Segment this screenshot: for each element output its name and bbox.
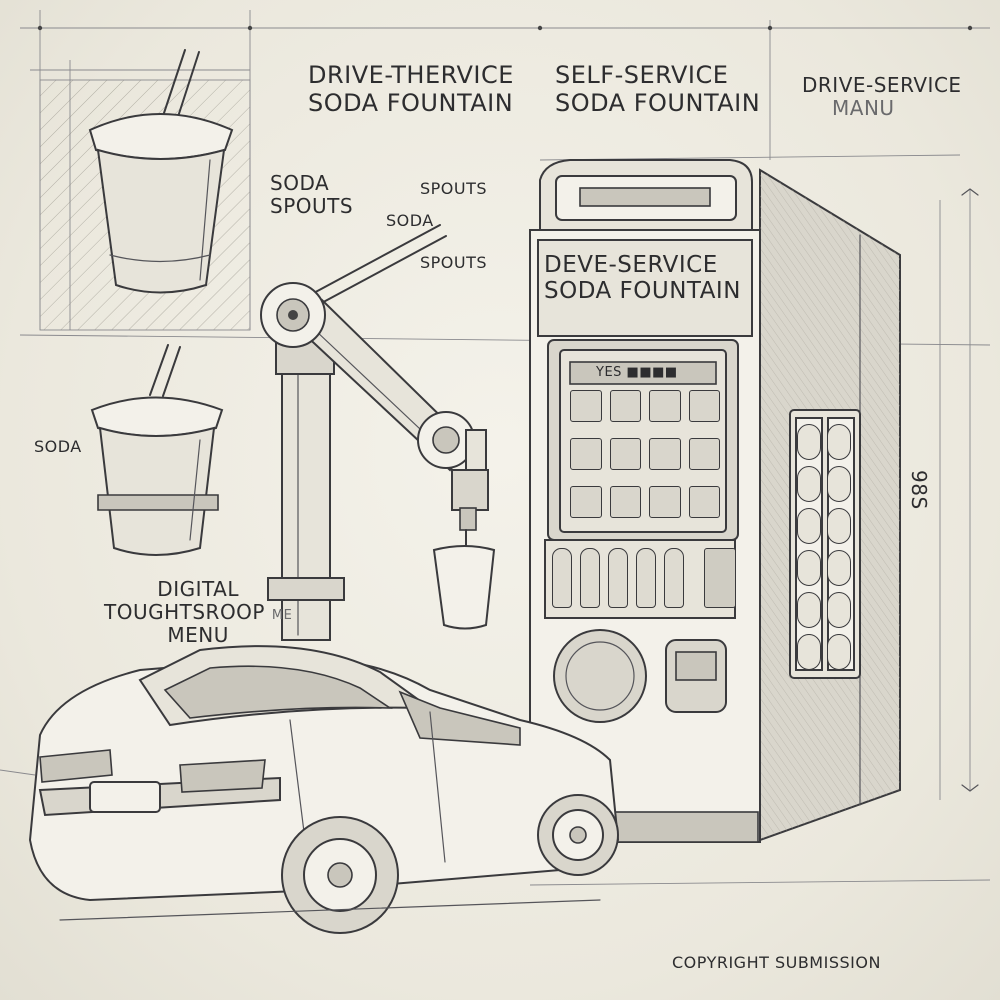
soda-nozzle[interactable] bbox=[608, 548, 628, 608]
can-slot[interactable] bbox=[827, 592, 851, 628]
machine-sign: DEVE-SERVICE SODA FOUNTAIN bbox=[544, 252, 741, 305]
label-soda-left: SODA bbox=[34, 437, 82, 456]
soda-nozzle[interactable] bbox=[636, 548, 656, 608]
sign-line: SODA FOUNTAIN bbox=[544, 278, 741, 305]
can-slot[interactable] bbox=[827, 634, 851, 670]
can-slot[interactable] bbox=[827, 508, 851, 544]
screen-header: YES ■■■■ bbox=[596, 365, 678, 380]
drink-option-button[interactable] bbox=[609, 486, 641, 518]
hatch-panel-border bbox=[39, 79, 251, 331]
soda-nozzle[interactable] bbox=[664, 548, 684, 608]
label-line: MENU bbox=[167, 623, 229, 647]
can-slot[interactable] bbox=[827, 424, 851, 460]
touchscreen-menu bbox=[570, 390, 720, 526]
label-soda-spouts: SODA SPOUTS bbox=[270, 172, 353, 218]
cup-icon bbox=[90, 344, 224, 556]
label-spouts-c: SPOUTS bbox=[420, 253, 488, 272]
can-slot[interactable] bbox=[797, 508, 821, 544]
label-soda-b: SODA bbox=[386, 211, 434, 230]
can-slot[interactable] bbox=[797, 466, 821, 502]
drink-option-button[interactable] bbox=[570, 438, 602, 470]
label-spouts-b: SPOUTS bbox=[420, 179, 488, 198]
car-icon bbox=[28, 645, 620, 934]
drink-option-button[interactable] bbox=[649, 390, 681, 422]
label-line: SODA bbox=[270, 171, 330, 195]
payment-slot[interactable] bbox=[704, 548, 736, 608]
nozzle-row bbox=[552, 548, 736, 608]
title-line: SODA FOUNTAIN bbox=[308, 88, 514, 117]
title-line: MANU bbox=[832, 96, 895, 120]
label-line: SPOUTS bbox=[270, 194, 354, 218]
drink-option-button[interactable] bbox=[688, 390, 720, 422]
title-line: DRIVE-SERVICE bbox=[802, 73, 962, 97]
drink-option-button[interactable] bbox=[570, 486, 602, 518]
copyright-label: COPYRIGHT SUBMISSION bbox=[672, 953, 881, 972]
title-line: SODA FOUNTAIN bbox=[555, 88, 761, 117]
can-slot[interactable] bbox=[797, 424, 821, 460]
drink-option-button[interactable] bbox=[649, 486, 681, 518]
drink-option-button[interactable] bbox=[688, 486, 720, 518]
label-line: DIGITAL bbox=[157, 577, 239, 601]
title-self-service: SELF-SERVICE SODA FOUNTAIN bbox=[555, 61, 761, 117]
dimension-label: 98S bbox=[907, 470, 931, 510]
drink-option-button[interactable] bbox=[649, 438, 681, 470]
label-text: TOUGHTSROOP bbox=[104, 600, 265, 624]
vending-machine-icon bbox=[529, 159, 901, 843]
can-slot[interactable] bbox=[797, 592, 821, 628]
drink-option-button[interactable] bbox=[570, 390, 602, 422]
drink-option-button[interactable] bbox=[609, 438, 641, 470]
side-can-column bbox=[797, 424, 851, 670]
sign-line: DEVE-SERVICE bbox=[544, 252, 718, 278]
title-line: DRIVE-THERVICE bbox=[308, 61, 514, 89]
title-line: SELF-SERVICE bbox=[555, 61, 729, 89]
robot-arm-icon bbox=[260, 224, 496, 641]
can-slot[interactable] bbox=[797, 634, 821, 670]
label-digital-menu: DIGITAL TOUGHTSROOP ME MENU bbox=[104, 578, 292, 647]
drink-option-button[interactable] bbox=[609, 390, 641, 422]
title-drive-service-manu: DRIVE-SERVICE MANU bbox=[802, 74, 962, 120]
cup-icon bbox=[88, 49, 234, 294]
soda-nozzle[interactable] bbox=[580, 548, 600, 608]
can-slot[interactable] bbox=[827, 550, 851, 586]
label-line: TOUGHTSROOP ME bbox=[104, 601, 292, 624]
drink-option-button[interactable] bbox=[688, 438, 720, 470]
label-suffix: ME bbox=[271, 608, 293, 623]
title-drive-thervice: DRIVE-THERVICE SODA FOUNTAIN bbox=[308, 61, 514, 117]
soda-nozzle[interactable] bbox=[552, 548, 572, 608]
can-slot[interactable] bbox=[827, 466, 851, 502]
can-slot[interactable] bbox=[797, 550, 821, 586]
